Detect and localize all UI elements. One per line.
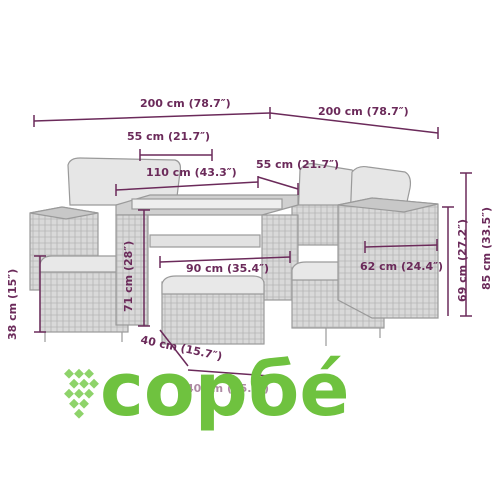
dimension-lines	[33, 107, 472, 377]
label-seat-width-right: 55 cm (21.7″)	[256, 158, 339, 171]
label-side-table-depth: 62 cm (24.4″)	[360, 260, 443, 273]
side-table-left-top	[29, 206, 99, 220]
label-height-stool: 38 cm (15″)	[6, 269, 19, 340]
label-height-side-table: 69 cm (27.2″)	[456, 219, 469, 302]
diamond-pattern-icon	[64, 368, 99, 419]
label-table-width: 110 cm (43.3″)	[146, 166, 237, 179]
label-table-depth: 90 cm (35.4″)	[186, 262, 269, 275]
label-height-table: 71 cm (28″)	[122, 241, 135, 312]
label-height-total: 85 cm (33.5″)	[480, 207, 493, 290]
label-overall-width-right: 200 cm (78.7″)	[318, 105, 409, 118]
dimension-labels: 200 cm (78.7″) 200 cm (78.7″) 55 cm (21.…	[6, 97, 493, 395]
table-shelf	[149, 234, 261, 248]
logo-text: copбé	[100, 347, 350, 433]
stool-middle-cushion	[161, 275, 265, 295]
label-seat-width-top: 55 cm (21.7″)	[127, 130, 210, 143]
furniture-set-drawing	[29, 157, 439, 346]
side-table-right-top	[337, 197, 439, 213]
table-glass-top	[131, 198, 283, 210]
side-table-right	[337, 197, 439, 319]
label-overall-width-left: 200 cm (78.7″)	[140, 97, 231, 110]
table-body-left	[115, 214, 149, 326]
label-stool-width: 40 cm (15.7″)	[186, 382, 269, 395]
logo: copбé	[64, 347, 350, 433]
back-cushion-left	[67, 157, 182, 206]
stool-left-cushion	[39, 255, 129, 273]
